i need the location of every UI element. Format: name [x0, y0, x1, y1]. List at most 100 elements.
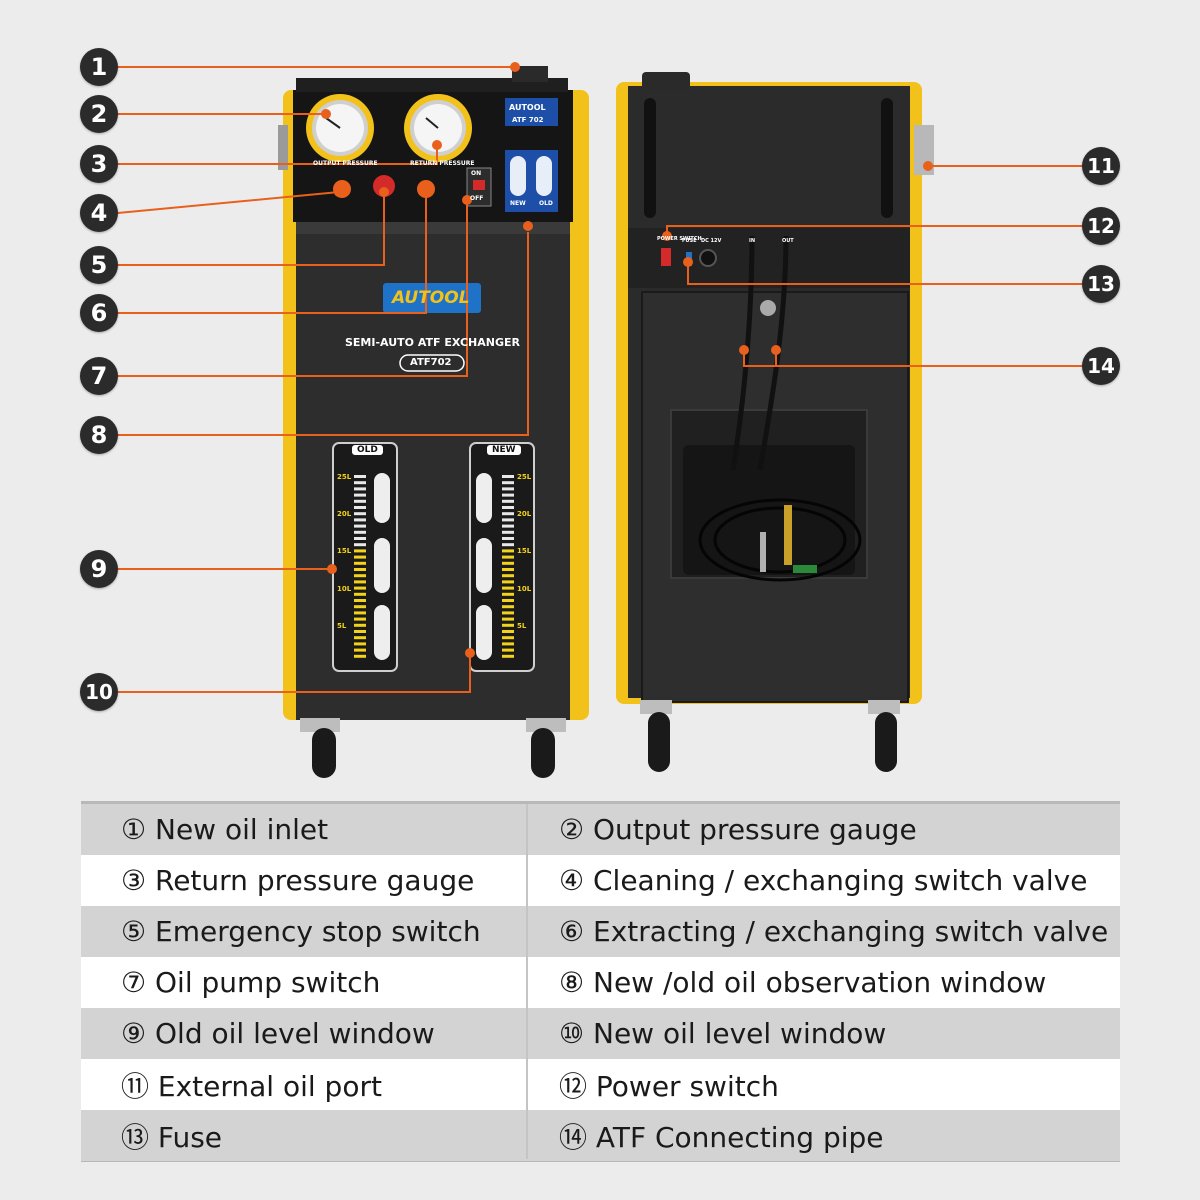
- panel-model: ATF 702: [512, 116, 544, 124]
- new-window-label: NEW: [487, 445, 521, 455]
- level-tick: [502, 537, 514, 540]
- callout-7: 7: [80, 357, 118, 395]
- level-scale-label: 10L: [337, 585, 352, 593]
- legend-table: ① New oil inlet ② Output pressure gauge …: [81, 801, 1120, 1162]
- level-tick: [502, 499, 514, 503]
- legend-item-13: ⑬ Fuse: [121, 1120, 223, 1154]
- level-tick: [502, 617, 514, 621]
- level-scale-label: 5L: [337, 622, 347, 630]
- in-label: IN: [749, 238, 756, 244]
- level-tick: [354, 574, 366, 578]
- level-tick: [354, 611, 366, 615]
- level-tick: [354, 568, 366, 571]
- level-tick: [354, 636, 366, 640]
- out-label: OUT: [782, 238, 794, 244]
- output-pressure-gauge: [306, 94, 374, 162]
- legend-item-5: ⑤ Emergency stop switch: [121, 915, 481, 948]
- product-title: SEMI-AUTO ATF EXCHANGER: [345, 336, 520, 349]
- legend-item-14: ⑭ ATF Connecting pipe: [559, 1120, 884, 1154]
- level-tick: [502, 506, 514, 509]
- callout-13: 13: [1082, 265, 1120, 303]
- level-tick: [502, 512, 514, 516]
- legend-row: ① New oil inlet ② Output pressure gauge: [81, 804, 1120, 855]
- legend-item-12: ⑫ Power switch: [559, 1069, 779, 1103]
- level-scale-label: 20L: [517, 510, 532, 518]
- front-left-wheel: [312, 728, 336, 778]
- level-tick: [354, 642, 366, 646]
- window-old-label: OLD: [539, 200, 553, 207]
- level-scale-label: 25L: [517, 473, 532, 481]
- oil-pump-switch: [473, 180, 485, 190]
- return-pressure-label: RETURN PRESSURE: [410, 160, 475, 167]
- level-scale-label: 10L: [517, 585, 532, 593]
- pump-off-label: OFF: [470, 195, 484, 202]
- legend-item-1: ① New oil inlet: [121, 813, 329, 846]
- level-tick: [354, 605, 366, 609]
- back-left-wheel: [648, 712, 670, 772]
- level-tick: [502, 630, 514, 633]
- level-tick: [354, 524, 366, 528]
- level-tick: [502, 642, 514, 646]
- level-tick: [354, 648, 366, 652]
- callout-2: 2: [80, 95, 118, 133]
- level-scale-label: 15L: [517, 547, 532, 555]
- level-tick: [502, 524, 514, 528]
- level-tick: [354, 592, 366, 596]
- legend-row: ⑨ Old oil level window ⑩ New oil level w…: [81, 1008, 1120, 1059]
- back-machine: [616, 72, 934, 772]
- callout-6: 6: [80, 294, 118, 332]
- legend-row: ⑬ Fuse ⑭ ATF Connecting pipe: [81, 1110, 1120, 1161]
- panel-brand: AUTOOL: [509, 103, 546, 112]
- level-scale-label: 25L: [337, 473, 352, 481]
- level-tick: [354, 623, 366, 627]
- level-tick: [502, 592, 514, 596]
- legend-row: ⑦ Oil pump switch ⑧ New /old oil observa…: [81, 957, 1120, 1008]
- level-tick: [502, 580, 514, 584]
- brand-logo: AUTOOL: [392, 288, 470, 308]
- level-tick: [354, 555, 366, 559]
- legend-row: ⑤ Emergency stop switch ⑥ Extracting / e…: [81, 906, 1120, 957]
- level-scale-label: 15L: [337, 547, 352, 555]
- level-tick: [354, 617, 366, 621]
- legend-item-4: ④ Cleaning / exchanging switch valve: [559, 864, 1088, 897]
- level-tick: [502, 574, 514, 578]
- level-tick: [354, 512, 366, 516]
- window-new-label: NEW: [510, 200, 526, 207]
- callout-5: 5: [80, 246, 118, 284]
- callout-1: 1: [80, 48, 118, 86]
- level-tick: [354, 543, 366, 547]
- level-tick: [502, 555, 514, 559]
- legend-item-8: ⑧ New /old oil observation window: [559, 966, 1047, 999]
- level-tick: [502, 599, 514, 602]
- level-tick: [354, 654, 366, 658]
- level-tick: [502, 549, 514, 553]
- level-tick: [502, 568, 514, 571]
- level-tick: [354, 518, 366, 522]
- level-tick: [354, 580, 366, 584]
- callout-10: 10: [80, 673, 118, 711]
- emergency-stop-switch: [373, 175, 395, 197]
- pump-on-label: ON: [471, 170, 482, 177]
- level-tick: [502, 475, 514, 478]
- level-tick: [502, 487, 514, 491]
- level-tick: [354, 506, 366, 509]
- power-switch-label: POWER SWITCH: [657, 236, 702, 242]
- level-tick: [354, 586, 366, 590]
- level-tick: [502, 623, 514, 627]
- leader-dots: [321, 62, 933, 658]
- level-tick: [354, 549, 366, 553]
- level-tick: [502, 605, 514, 609]
- legend-row: ⑪ External oil port ⑫ Power switch: [81, 1059, 1120, 1110]
- return-pressure-gauge: [404, 94, 472, 162]
- level-tick: [502, 518, 514, 522]
- callout-12: 12: [1082, 207, 1120, 245]
- level-tick: [502, 611, 514, 615]
- leader-lines: [117, 66, 1082, 693]
- level-tick: [502, 481, 514, 485]
- level-tick: [502, 530, 514, 534]
- level-tick: [354, 481, 366, 485]
- machine-illustration: [117, 62, 1082, 778]
- old-window-label: OLD: [352, 445, 383, 455]
- level-tick: [502, 543, 514, 547]
- atf-connecting-pipe-out: [757, 235, 789, 471]
